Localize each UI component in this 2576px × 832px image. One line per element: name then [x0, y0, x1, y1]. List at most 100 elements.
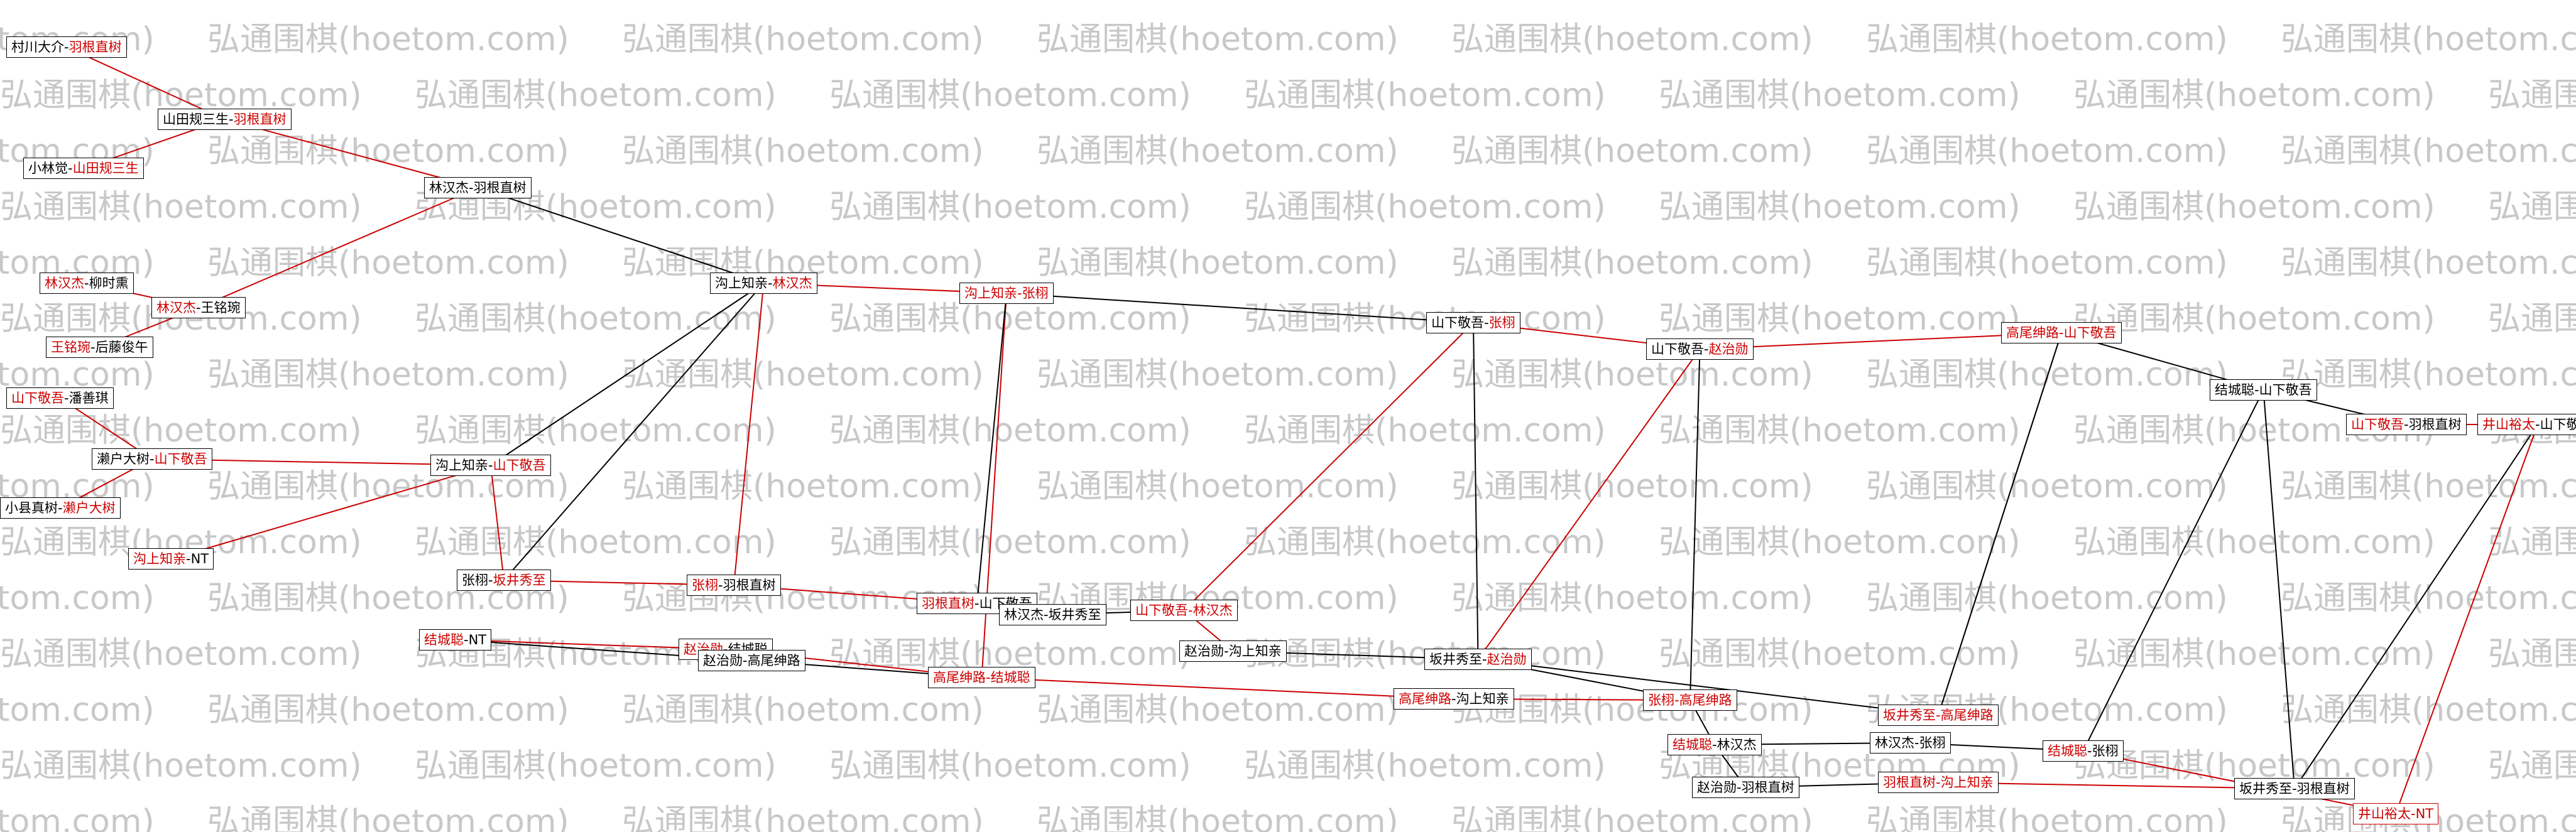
watermark-text: 弘通围棋(hoetom.com): [1244, 188, 1606, 226]
edge-line: [503, 283, 765, 581]
game-node[interactable]: 山下敬吾-羽根直树: [2346, 414, 2467, 436]
game-node[interactable]: 坂井秀至-羽根直树: [2234, 778, 2355, 800]
game-node[interactable]: 张栩-羽根直树: [687, 575, 781, 597]
game-node[interactable]: 山田规三生-羽根直树: [158, 109, 292, 131]
player-name: 沟上知亲-: [435, 458, 493, 473]
watermark-text: 弘通围棋(hoetom.com): [1451, 803, 1813, 832]
player-name: 山下敬吾: [493, 458, 546, 473]
watermark-text: 弘通围棋(hoetom.com): [1244, 77, 1606, 114]
watermark-text: 弘通围棋(hoetom.com): [2281, 132, 2576, 170]
player-name: -沟上知亲: [1451, 691, 1509, 706]
player-name: -NT: [464, 632, 487, 647]
watermark-text: 弘通围棋(hoetom.com): [2281, 244, 2576, 282]
game-node[interactable]: 小县真树-濑户大树: [0, 497, 121, 519]
game-node[interactable]: 结城聪-山下敬吾: [2210, 379, 2317, 401]
game-node[interactable]: 山下敬吾-张栩: [1426, 312, 1520, 334]
player-name: 赵治勋: [1708, 342, 1749, 357]
player-name: 结城聪: [424, 632, 464, 647]
player-name: -羽根直树: [718, 578, 776, 593]
game-node[interactable]: 沟上知亲-山下敬吾: [430, 455, 551, 477]
watermark-text: 弘通围棋(hoetom.com): [1451, 244, 1813, 282]
game-node[interactable]: 坂井秀至-高尾绅路: [1878, 705, 1999, 727]
player-name: 山下敬吾: [2351, 417, 2404, 432]
game-node[interactable]: 结城聪-林汉杰: [1667, 734, 1762, 756]
watermark-text: 弘通围棋(hoetom.com): [622, 21, 984, 58]
game-node[interactable]: 林汉杰-羽根直树: [424, 177, 532, 199]
watermark-text: 弘通围棋(hoetom.com): [2488, 524, 2576, 561]
player-name: -王铭琬: [196, 300, 241, 315]
game-node[interactable]: 高尾绅路-结城聪: [928, 667, 1035, 689]
game-node[interactable]: 井山裕太-山下敬吾: [2477, 414, 2576, 436]
game-node[interactable]: 山下敬吾-潘善琪: [6, 387, 114, 409]
player-name: 林汉杰-羽根直树: [429, 180, 527, 195]
watermark-text: 弘通围棋(hoetom.com): [2073, 524, 2435, 561]
watermark-text: 弘通围棋(hoetom.com): [2488, 300, 2576, 338]
player-name: 羽根直树: [233, 112, 287, 127]
watermark-text: 弘通围棋(hoetom.com): [622, 691, 984, 729]
game-node[interactable]: 濑户大树-山下敬吾: [92, 448, 212, 470]
watermark-text: 弘通围棋(hoetom.com): [829, 77, 1191, 114]
watermark-text: 弘通围棋(hoetom.com): [1866, 244, 2228, 282]
player-name: 林汉杰: [772, 276, 812, 291]
player-name: 张栩-: [462, 573, 493, 588]
game-node[interactable]: 井山裕太-NT: [2353, 803, 2439, 825]
game-node[interactable]: 村川大介-羽根直树: [6, 36, 127, 58]
watermark-text: 弘通围棋(hoetom.com): [2073, 300, 2435, 338]
edge-line: [198, 187, 478, 308]
game-node[interactable]: 赵治勋-沟上知亲: [1179, 640, 1287, 662]
player-name: -林汉杰: [1712, 737, 1757, 752]
player-name: 山下敬吾-: [1651, 342, 1709, 357]
watermark-text: 弘通围棋(hoetom.com): [2073, 77, 2435, 114]
game-node[interactable]: 坂井秀至-赵治勋: [1424, 649, 1532, 671]
game-node[interactable]: 沟上知亲-张栩: [959, 283, 1054, 305]
watermark-text: 弘通围棋(hoetom.com): [1866, 21, 2228, 58]
game-node[interactable]: 高尾绅路-山下敬吾: [2001, 322, 2122, 344]
player-name: 林汉杰: [45, 276, 84, 291]
player-name: 山下敬吾-: [1431, 315, 1489, 330]
watermark-text: 弘通围棋(hoetom.com): [207, 356, 569, 394]
watermark-text: 弘通围棋(hoetom.com): [1451, 21, 1813, 58]
game-node[interactable]: 沟上知亲-NT: [128, 548, 214, 570]
watermark-text: 弘通围棋(hoetom.com): [622, 468, 984, 505]
player-name: 结城聪: [1673, 737, 1712, 752]
game-node[interactable]: 王铭琬-后藤俊午: [46, 337, 153, 359]
watermark-text: 弘通围棋(hoetom.com): [2281, 468, 2576, 505]
game-node[interactable]: 高尾绅路-沟上知亲: [1394, 688, 1514, 710]
game-node[interactable]: 赵治勋-高尾绅路: [698, 650, 805, 672]
edge-line: [478, 187, 764, 284]
watermark-text: 弘通围棋(hoetom.com): [1866, 803, 2228, 832]
player-name: 赵治勋-沟上知亲: [1184, 644, 1282, 659]
game-node[interactable]: 山下敬吾-赵治勋: [1646, 338, 1754, 360]
game-node[interactable]: 赵治勋-羽根直树: [1692, 777, 1799, 799]
edge-line: [1477, 348, 1701, 660]
game-node[interactable]: 结城聪-NT: [419, 629, 492, 651]
game-node[interactable]: 张栩-坂井秀至: [457, 570, 551, 592]
player-name: -NT: [186, 551, 209, 566]
watermark-text: 弘通围棋(hoetom.com): [415, 524, 777, 561]
game-node[interactable]: 小林觉-山田规三生: [23, 158, 144, 180]
watermark-text: 弘通围棋(hoetom.com): [0, 77, 362, 114]
game-node[interactable]: 沟上知亲-林汉杰: [710, 273, 817, 294]
watermark-text: 弘通围棋(hoetom.com): [622, 803, 984, 832]
edge-line: [1689, 348, 1701, 701]
edge-line: [490, 465, 505, 581]
player-name: 张栩-高尾绅路: [1648, 693, 1732, 708]
watermark-text: 弘通围棋(hoetom.com): [0, 580, 155, 617]
watermark-text: 弘通围棋(hoetom.com): [1659, 635, 2021, 673]
game-node[interactable]: 林汉杰-柳时熏: [40, 273, 134, 294]
watermark-text: 弘通围棋(hoetom.com): [1037, 21, 1399, 58]
game-node[interactable]: 结城聪-张栩: [2043, 740, 2124, 762]
game-node[interactable]: 林汉杰-坂井秀至: [999, 604, 1106, 626]
watermark-text: 弘通围棋(hoetom.com): [415, 412, 777, 450]
watermark-text: 弘通围棋(hoetom.com): [0, 412, 362, 450]
player-name: 高尾绅路: [1399, 691, 1451, 706]
edge-line: [1478, 659, 1939, 716]
game-node[interactable]: 林汉杰-张栩: [1870, 732, 1951, 754]
game-node[interactable]: 山下敬吾-林汉杰: [1130, 600, 1238, 622]
player-name: 坂井秀至-: [1429, 652, 1487, 667]
game-node[interactable]: 张栩-高尾绅路: [1643, 689, 1737, 711]
game-node[interactable]: 羽根直树-沟上知亲: [1878, 772, 1999, 794]
game-node[interactable]: 林汉杰-王铭琬: [151, 297, 246, 319]
edge-line: [170, 465, 491, 559]
